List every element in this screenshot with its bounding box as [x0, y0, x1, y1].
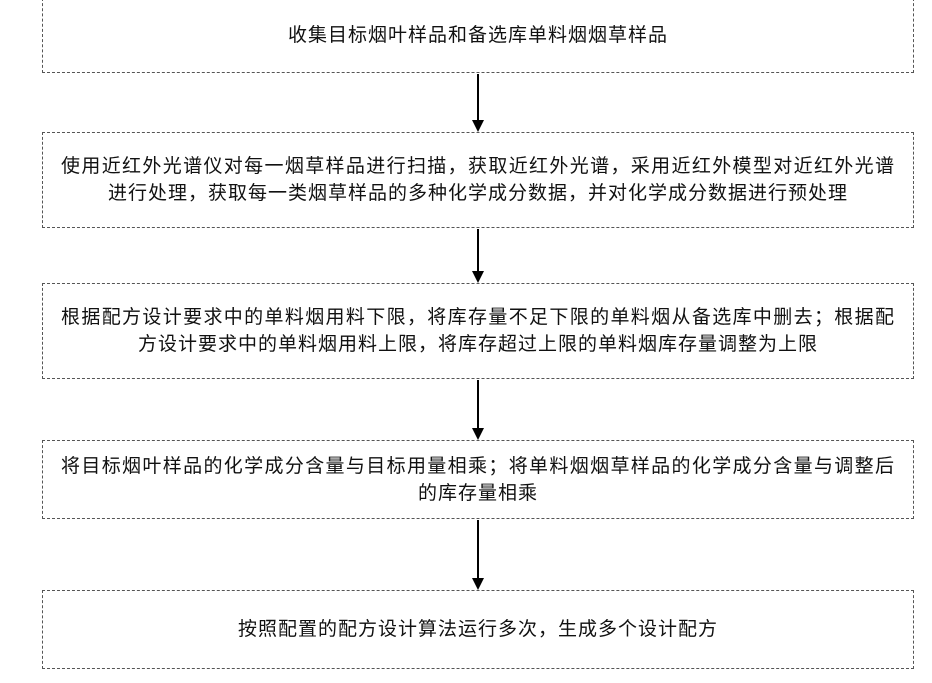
- step-box-run-algorithm: 按照配置的配方设计算法运行多次，生成多个设计配方: [42, 590, 914, 669]
- step-text: 按照配置的配方设计算法运行多次，生成多个设计配方: [61, 616, 895, 643]
- flow-arrow-down: [477, 520, 479, 580]
- step-box-nir-scan: 使用近红外光谱仪对每一烟草样品进行扫描，获取近红外光谱，采用近红外模型对近红外光…: [42, 132, 914, 228]
- step-text: 收集目标烟叶样品和备选库单料烟烟草样品: [61, 22, 895, 49]
- step-box-multiply-content: 将目标烟叶样品的化学成分含量与目标用量相乘；将单料烟烟草样品的化学成分含量与调整…: [42, 440, 914, 519]
- step-box-inventory-limits: 根据配方设计要求中的单料烟用料下限，将库存量不足下限的单料烟从备选库中删去；根据…: [42, 283, 914, 379]
- flow-arrow-down: [477, 229, 479, 273]
- step-text: 根据配方设计要求中的单料烟用料下限，将库存量不足下限的单料烟从备选库中删去；根据…: [61, 304, 895, 358]
- step-text: 使用近红外光谱仪对每一烟草样品进行扫描，获取近红外光谱，采用近红外模型对近红外光…: [61, 153, 895, 207]
- flow-arrow-down: [477, 74, 479, 122]
- flow-arrow-down: [477, 380, 479, 430]
- step-text: 将目标烟叶样品的化学成分含量与目标用量相乘；将单料烟烟草样品的化学成分含量与调整…: [61, 453, 895, 507]
- step-box-collect-samples: 收集目标烟叶样品和备选库单料烟烟草样品: [42, 0, 914, 73]
